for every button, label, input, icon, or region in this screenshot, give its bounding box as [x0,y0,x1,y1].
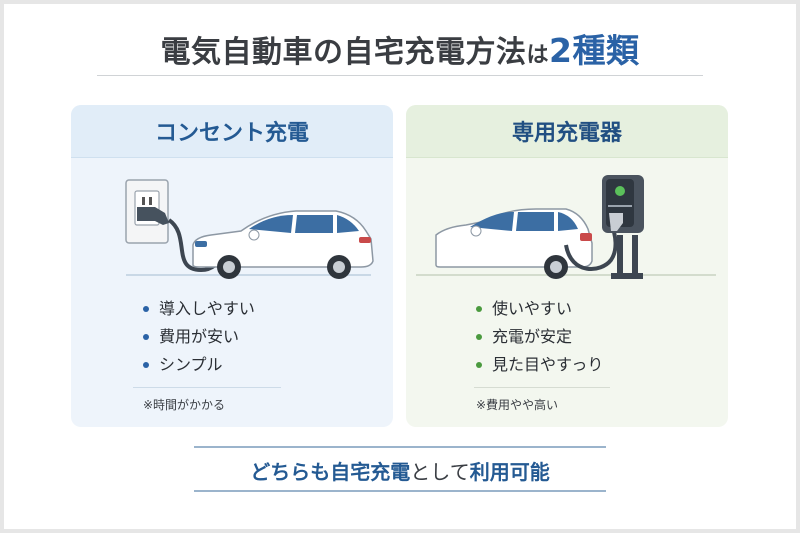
bullet-icon [143,362,149,368]
footer-summary: どちらも自宅充電として利用可能 [250,460,550,484]
car-charger-illustration [416,175,716,279]
title-accent: 2種類 [549,31,640,70]
list-item: 使いやすい [476,295,603,323]
bullet-icon [476,334,482,340]
car-icon [435,208,593,279]
benefit-list: 導入しやすい 費用が安い シンプル [143,295,255,379]
title-main: 電気自動車の自宅充電方法 [160,35,527,70]
list-item: 見た目やすっり [476,351,603,379]
list-item: 導入しやすい [143,295,255,323]
page-title: 電気自動車の自宅充電方法は2種類 [0,24,800,72]
wall-outlet-icon [125,179,169,244]
list-item: 費用が安い [143,323,255,351]
car-icon [192,210,374,279]
note-divider [133,387,281,388]
list-item: シンプル [143,351,255,379]
list-item: 充電が安定 [476,323,603,351]
card-dedicated-charger: 専用充電器 使いやすい 充電が安定 [406,105,728,427]
bullet-icon [476,306,482,312]
title-particle: は [526,43,550,68]
card-note: ※時間がかかる [143,398,226,412]
bullet-icon [476,362,482,368]
card-heading: コンセント充電 [71,105,393,158]
car-outlet-illustration [125,179,374,279]
card-heading: 専用充電器 [406,105,728,158]
card-note: ※費用やや高い [476,398,559,412]
charging-station-icon [602,175,644,279]
bullet-icon [143,334,149,340]
footer-bottom-rule [194,490,606,492]
benefit-list: 使いやすい 充電が安定 見た目やすっり [476,295,603,379]
footer-top-rule [194,446,606,448]
title-divider [97,75,703,76]
bullet-icon [143,306,149,312]
card-outlet-charging: コンセント充電 導入しやすい 費用が安い シ [71,105,393,427]
note-divider [474,387,610,388]
